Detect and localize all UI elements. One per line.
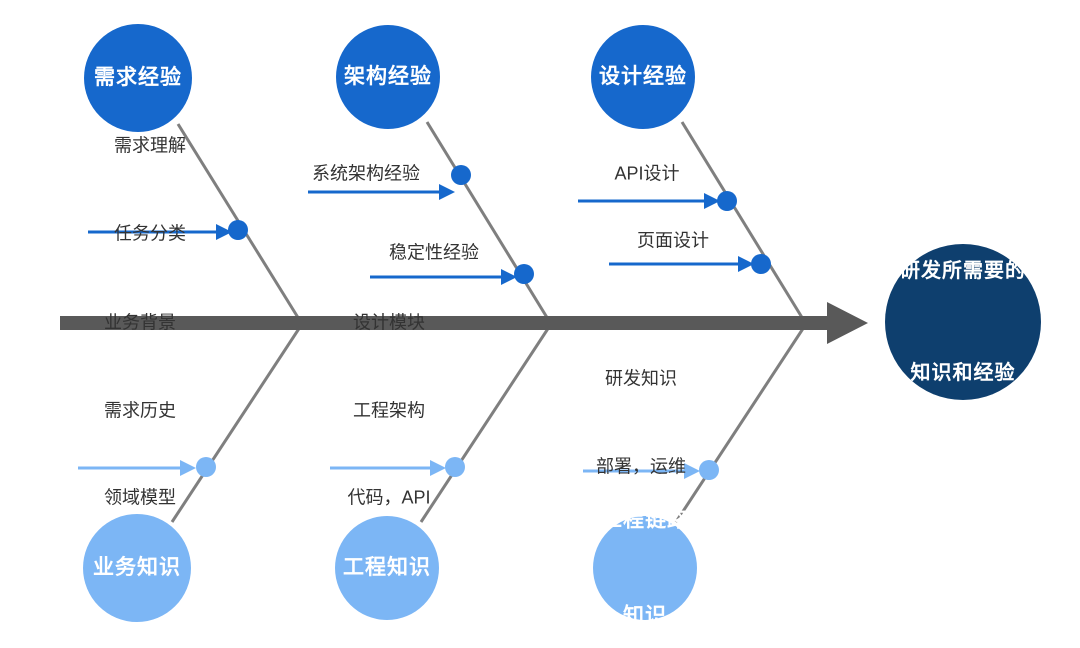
effect-head-label-line2: 知识和经验: [910, 362, 1016, 384]
bone-line-top-3: [680, 121, 808, 325]
node-dot-bottom-3[interactable]: [699, 460, 719, 480]
node-dot-top-2a[interactable]: [451, 165, 471, 185]
cause-arrow-bottom-2: [330, 460, 446, 476]
cause-label-bottom-2-line3: 代码，API: [347, 487, 431, 508]
cause-label-bottom-1-line2: 需求历史: [104, 400, 176, 421]
bone-line-top-2: [425, 121, 553, 325]
category-label-bottom-3-line1: 工程链路: [601, 508, 689, 532]
cause-arrow-bottom-3: [583, 463, 700, 479]
spine-arrow: [60, 302, 868, 344]
category-label-top-1: 需求经验: [94, 66, 182, 90]
category-circle-top-3[interactable]: [591, 25, 695, 129]
category-label-top-2: 架构经验: [344, 65, 432, 89]
cause-label-top-1: 需求理解 任务分类: [114, 73, 186, 306]
category-circle-bottom-1[interactable]: [83, 514, 191, 622]
node-dot-top-2b[interactable]: [514, 264, 534, 284]
node-dot-top-3a[interactable]: [717, 191, 737, 211]
bone-line-bottom-2: [419, 323, 553, 523]
cause-label-bottom-2: 设计模块 工程架构 代码，API: [347, 251, 430, 572]
category-label-bottom-3-line2: 知识: [623, 603, 667, 627]
cause-label-bottom-3-line2: 部署，运维: [596, 456, 686, 477]
cause-label-top-1-line2: 任务分类: [114, 223, 186, 244]
bone-line-bottom-1: [170, 323, 304, 523]
cause-label-top-2a: 系统架构经验: [312, 163, 420, 184]
node-dot-bottom-2[interactable]: [445, 457, 465, 477]
category-circle-top-1[interactable]: [84, 24, 192, 132]
cause-label-bottom-2-line2: 工程架构: [352, 400, 425, 421]
category-label-bottom-1: 业务知识: [93, 556, 181, 580]
effect-head-label: 研发所需要的 知识和经验: [900, 186, 1026, 458]
cause-label-bottom-1: 业务背景 需求历史 领域模型: [104, 251, 176, 572]
node-dot-bottom-1[interactable]: [196, 457, 216, 477]
category-label-bottom-3: 工程链路 知识: [601, 440, 689, 648]
category-circle-bottom-3[interactable]: [593, 516, 697, 620]
cause-arrow-top-3a: [578, 193, 720, 209]
category-circle-top-2[interactable]: [336, 25, 440, 129]
cause-label-top-3b: 页面设计: [637, 230, 709, 251]
effect-head-circle[interactable]: [885, 244, 1041, 400]
cause-arrow-bottom-1: [78, 460, 196, 476]
cause-label-top-3a: API设计: [614, 163, 680, 184]
node-dot-top-1[interactable]: [228, 220, 248, 240]
cause-label-top-1-line1: 需求理解: [114, 135, 186, 156]
cause-label-top-2b: 稳定性经验: [389, 242, 479, 263]
category-label-bottom-2: 工程知识: [343, 556, 431, 580]
cause-arrow-top-2a: [308, 184, 455, 200]
category-circle-bottom-2[interactable]: [335, 516, 439, 620]
cause-label-bottom-3: 研发知识 部署，运维: [596, 306, 686, 539]
cause-arrow-top-1: [88, 224, 232, 240]
cause-label-bottom-1-line1: 业务背景: [104, 312, 176, 333]
cause-arrow-top-2b: [370, 269, 517, 285]
cause-label-bottom-3-line1: 研发知识: [605, 368, 677, 389]
category-label-top-3: 设计经验: [599, 65, 687, 89]
effect-head-label-line1: 研发所需要的: [900, 260, 1026, 282]
cause-label-bottom-1-line3: 领域模型: [104, 487, 176, 508]
node-dot-top-3b[interactable]: [751, 254, 771, 274]
bone-line-bottom-3: [674, 323, 808, 523]
cause-arrow-top-3b: [609, 256, 754, 272]
cause-label-bottom-2-line1: 设计模块: [352, 312, 425, 333]
